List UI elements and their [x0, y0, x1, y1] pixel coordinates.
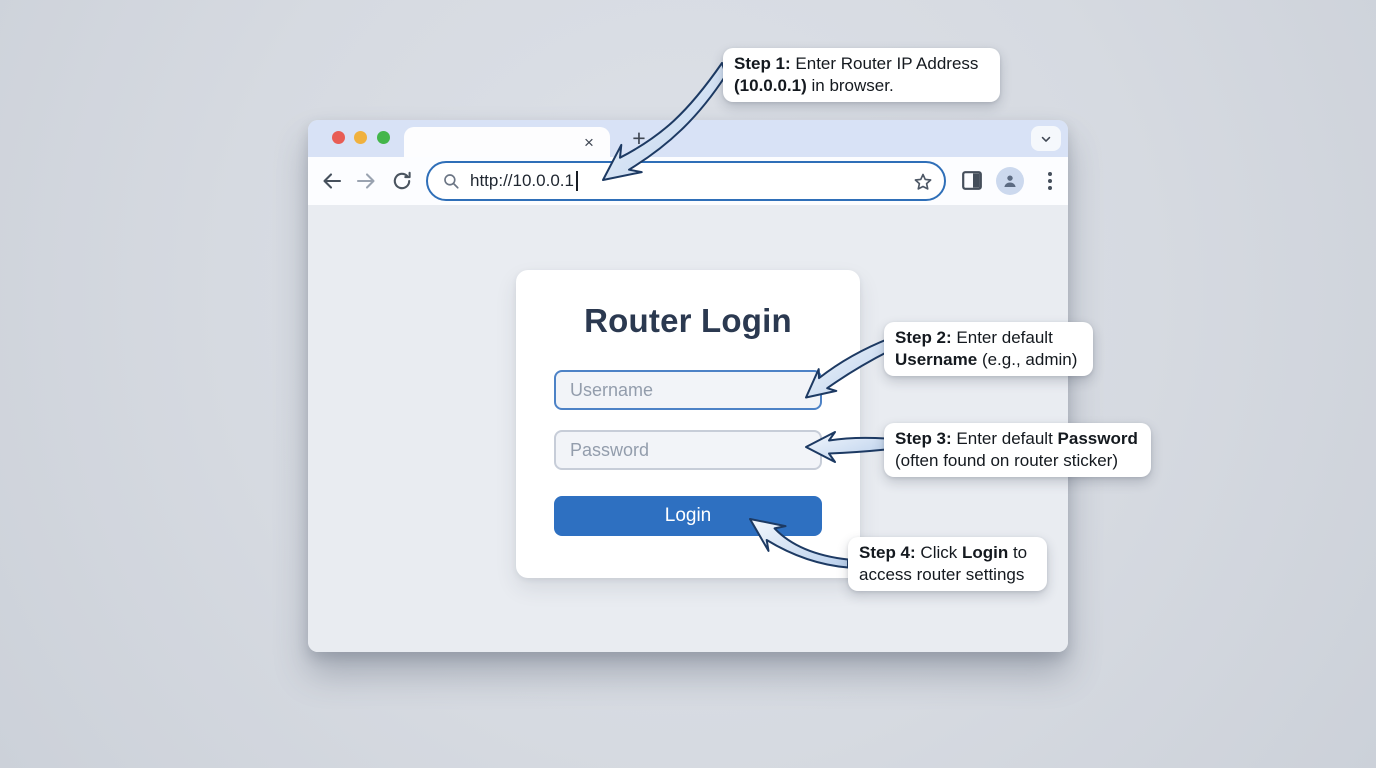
password-input[interactable] [554, 430, 822, 470]
tab-strip: × + [308, 120, 1068, 157]
reload-button[interactable] [390, 169, 414, 193]
more-menu-button[interactable] [1038, 169, 1062, 193]
tab-search-chevron-button[interactable] [1031, 126, 1061, 151]
search-icon [444, 174, 459, 189]
url-text: http://10.0.0.1 [470, 171, 574, 190]
new-tab-button[interactable]: + [632, 124, 646, 151]
username-input[interactable] [554, 370, 822, 410]
forward-arrow-icon [356, 173, 375, 189]
split-view-button[interactable] [962, 171, 982, 190]
callout-line: Step 3: Enter default Password [895, 429, 1138, 448]
tab-close-icon[interactable]: × [584, 132, 594, 152]
profile-button[interactable] [996, 167, 1024, 195]
browser-toolbar: http://10.0.0.1 [308, 157, 1068, 205]
callout-line: Username (e.g., admin) [895, 350, 1078, 369]
step-3-callout: Step 3: Enter default Password (often fou… [884, 423, 1151, 477]
login-button[interactable]: Login [554, 496, 822, 536]
chevron-down-icon [1041, 136, 1051, 142]
bookmark-star-button[interactable] [912, 171, 934, 193]
login-title: Router Login [584, 302, 792, 339]
back-button[interactable] [320, 169, 344, 193]
kebab-menu-icon [1048, 172, 1052, 176]
callout-line: access router settings [859, 565, 1025, 584]
callout-line: Step 1: Enter Router IP Address [734, 54, 979, 73]
traffic-light-close-icon[interactable] [332, 131, 345, 144]
callout-line: Step 4: Click Login to [859, 543, 1028, 562]
split-view-icon [962, 171, 982, 190]
text-caret [575, 171, 578, 191]
step-4-callout: Step 4: Click Login to access router sett… [848, 537, 1047, 591]
forward-button[interactable] [354, 169, 378, 193]
person-icon [1004, 175, 1016, 187]
address-bar[interactable]: http://10.0.0.1 [426, 161, 946, 201]
callout-line: (10.0.0.1) in browser. [734, 76, 894, 95]
traffic-light-minimize-icon[interactable] [354, 131, 367, 144]
browser-tab[interactable]: × [404, 127, 610, 157]
back-arrow-icon [323, 173, 342, 189]
step-1-callout: Step 1: Enter Router IP Address (10.0.0.1… [723, 48, 1000, 102]
traffic-light-zoom-icon[interactable] [377, 131, 390, 144]
star-icon [914, 173, 932, 190]
login-card: Router Login Login [516, 270, 860, 578]
callout-line: (often found on router sticker) [895, 451, 1119, 470]
reload-icon [393, 171, 411, 190]
callout-line: Step 2: Enter default [895, 328, 1053, 347]
